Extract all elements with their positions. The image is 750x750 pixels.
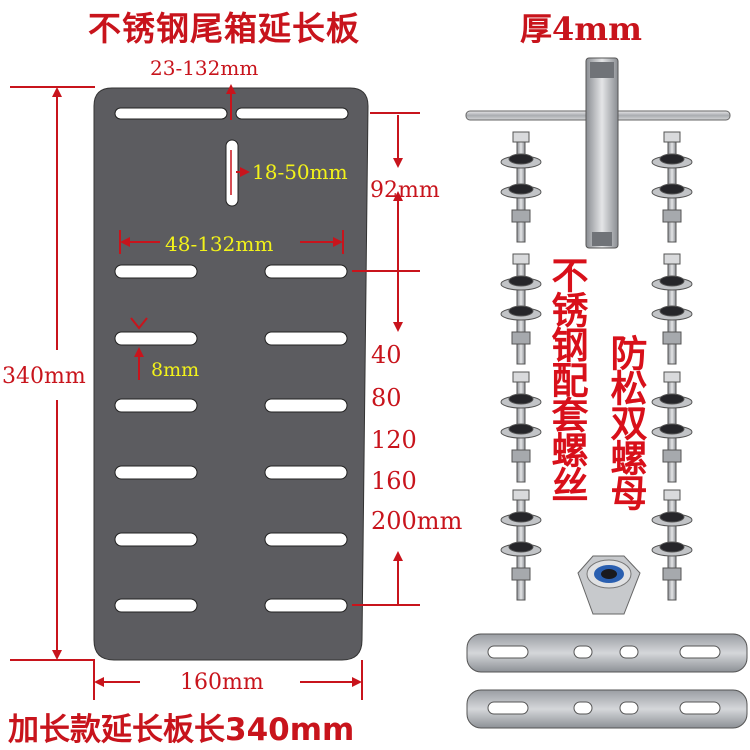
product-title: 不锈钢尾箱延长板: [88, 9, 360, 48]
spacing-200mm: 200mm: [371, 507, 463, 535]
spacing-120: 120: [371, 426, 417, 454]
extension-plate: [93, 87, 369, 661]
dim-row-span: 48-132mm: [165, 232, 274, 256]
dim-width: 160mm: [180, 670, 264, 695]
bolt-set-icon: [500, 131, 542, 601]
dim-vertical-slot: 18-50mm: [252, 160, 348, 184]
spacing-40: 40: [371, 341, 402, 369]
bottom-caption: 加长款延长板长340mm: [8, 712, 355, 748]
top-slot-right: [235, 107, 349, 120]
lock-nut-icon: [577, 555, 641, 615]
dim-slot-height: 8mm: [151, 359, 200, 381]
connecting-strap-icon: [466, 633, 748, 729]
socket-wrench-icon: [465, 57, 731, 249]
label-matching-bolts: 不锈钢配套螺丝: [545, 256, 588, 501]
slot-rows: [114, 264, 348, 613]
top-slot-left: [114, 107, 228, 120]
thickness-label: 厚4mm: [520, 10, 642, 48]
dim-top-slot: 23-132mm: [150, 56, 259, 80]
spacing-80: 80: [371, 384, 402, 412]
double-nut-bolt-icon: [651, 131, 693, 601]
dim-total-height: 340mm: [2, 364, 86, 389]
spacing-160: 160: [371, 467, 417, 495]
dim-92mm: 92mm: [370, 178, 440, 203]
label-double-nuts: 防松双螺母: [604, 334, 647, 509]
